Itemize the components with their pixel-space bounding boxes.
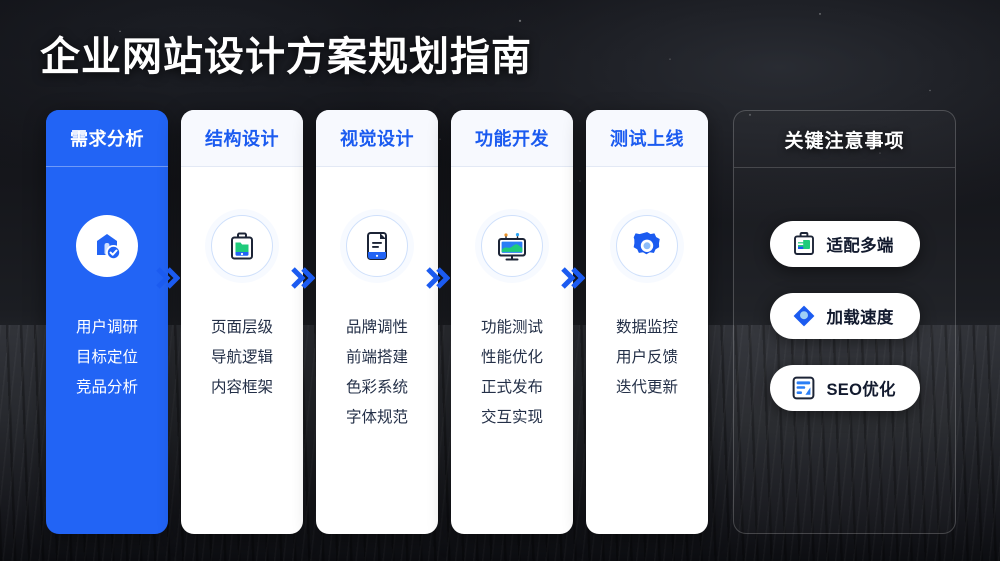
clipboard-folder-icon-wrapper [211, 215, 273, 277]
flow-step-header: 结构设计 [181, 110, 303, 167]
double-chevron-right-icon [291, 267, 315, 289]
flow-step-item: 数据监控 [615, 319, 678, 336]
flow-step-item: 用户调研 [75, 319, 138, 336]
flow-step-header: 需求分析 [46, 110, 168, 167]
flow-step-item: 功能测试 [480, 319, 543, 336]
flow-connector-arrow [561, 267, 585, 289]
page-title: 企业网站设计方案规划指南 [40, 35, 532, 79]
key-note-label: SEO优化 [826, 381, 896, 399]
flow-step-card-3[interactable]: 视觉设计 品牌调性前端搭建色彩系统字体规范 [316, 110, 438, 534]
flow-step-title: 结构设计 [205, 129, 279, 149]
monitor-screen-icon [498, 233, 526, 261]
key-note-pill-1[interactable]: 适配多端 [769, 221, 920, 267]
flow-step-header: 视觉设计 [316, 110, 438, 167]
flow-step-card-4[interactable]: 功能开发 功能测试性能优化正式发布交互实现 [451, 110, 573, 534]
seo-chart-icon [792, 376, 815, 400]
key-note-label: 加载速度 [826, 309, 894, 327]
clipboard-folder-icon [231, 232, 253, 260]
flow-step-item: 性能优化 [480, 349, 543, 366]
flow-step-title: 功能开发 [475, 129, 549, 149]
flow-step-item: 交互实现 [480, 409, 543, 426]
flow-step-card-5[interactable]: 测试上线 数据监控用户反馈迭代更新 [586, 110, 708, 534]
document-mobile-icon-wrapper [346, 215, 408, 277]
key-notes-header: 关键注意事项 [734, 111, 955, 168]
double-chevron-right-icon [426, 267, 450, 289]
flow-step-item: 导航逻辑 [210, 349, 273, 366]
flow-step-header: 测试上线 [586, 110, 708, 167]
flow-step-item: 内容框架 [210, 379, 273, 396]
flow-step-item: 目标定位 [75, 349, 138, 366]
flow-step-item: 正式发布 [480, 379, 543, 396]
flow-step-item: 字体规范 [345, 409, 408, 426]
device-clipboard-icon [792, 232, 816, 256]
flow-step-item-list: 数据监控用户反馈迭代更新 [586, 313, 708, 403]
double-chevron-right-icon [156, 267, 180, 289]
device-clipboard-icon [793, 232, 814, 255]
flow-step-title: 视觉设计 [340, 129, 414, 149]
seo-chart-icon [792, 376, 816, 400]
flow-step-item: 品牌调性 [345, 319, 408, 336]
flow-step-card-1[interactable]: 需求分析 用户调研目标定位竞品分析 [46, 110, 168, 534]
flow-step-card-2[interactable]: 结构设计 页面层级导航逻辑内容框架 [181, 110, 303, 534]
flow-step-item-list: 用户调研目标定位竞品分析 [46, 313, 168, 403]
key-notes-title: 关键注意事项 [784, 130, 905, 152]
gear-icon-wrapper [616, 215, 678, 277]
flow-connector-arrow [426, 267, 450, 289]
key-note-pill-2[interactable]: 加载速度 [769, 293, 920, 339]
flow-step-item: 页面层级 [210, 319, 273, 336]
flow-step-item: 色彩系统 [345, 379, 408, 396]
flow-step-title: 测试上线 [610, 129, 684, 149]
flow-step-item-list: 功能测试性能优化正式发布交互实现 [451, 313, 573, 433]
flow-step-item: 迭代更新 [615, 379, 678, 396]
key-note-pill-3[interactable]: SEO优化 [769, 365, 920, 411]
speed-diamond-icon [792, 304, 816, 328]
monitor-screen-icon-wrapper [481, 215, 543, 277]
speed-diamond-icon [793, 305, 814, 327]
process-flow: 需求分析 用户调研目标定位竞品分析结构设计 页面层级导航逻辑内容框架视觉设计 品… [46, 110, 708, 534]
key-notes-list: 适配多端 加载速度 SEO优化 [734, 168, 955, 411]
gear-icon [633, 232, 660, 255]
document-mobile-icon [367, 232, 387, 260]
shield-check-home-icon [97, 234, 121, 260]
double-chevron-right-icon [561, 267, 585, 289]
key-notes-panel: 关键注意事项 适配多端 加载速度 SEO优化 [733, 110, 956, 534]
flow-step-item: 竞品分析 [75, 379, 138, 396]
flow-step-item: 前端搭建 [345, 349, 408, 366]
flow-step-item-list: 页面层级导航逻辑内容框架 [181, 313, 303, 403]
flow-step-header: 功能开发 [451, 110, 573, 167]
shield-check-home-icon-wrapper [76, 215, 138, 277]
key-note-label: 适配多端 [826, 237, 894, 255]
flow-step-item: 用户反馈 [615, 349, 678, 366]
flow-connector-arrow [291, 267, 315, 289]
flow-step-title: 需求分析 [70, 129, 144, 149]
flow-step-item-list: 品牌调性前端搭建色彩系统字体规范 [316, 313, 438, 433]
flow-connector-arrow [156, 267, 180, 289]
